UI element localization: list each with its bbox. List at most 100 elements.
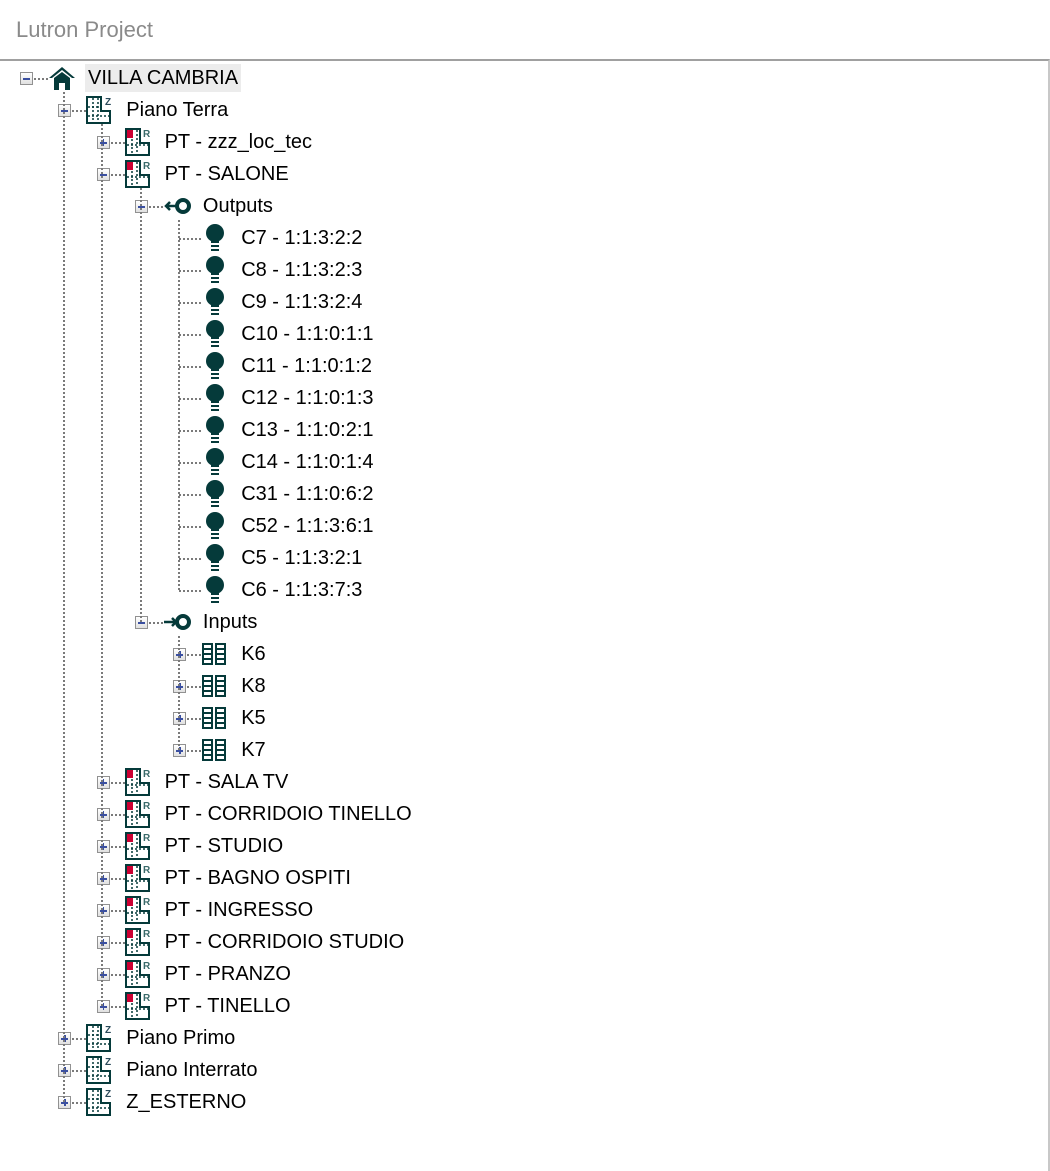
tree-item-label[interactable]: K8: [241, 675, 266, 697]
tree-item-label[interactable]: PT - PRANZO: [164, 963, 291, 985]
tree-item-label[interactable]: PT - TINELLO: [164, 995, 291, 1017]
tree-item-pt-pranzo[interactable]: [0, 958, 1040, 990]
tree-item-label[interactable]: C6 - 1:1:3:7:3: [241, 579, 363, 601]
tree-connector: [102, 846, 125, 848]
tree-item-label[interactable]: PT - CORRIDOIO TINELLO: [164, 803, 412, 825]
tree-item-c31-1-1-0-6-2[interactable]: [0, 478, 1040, 510]
tree-connector: [64, 1038, 87, 1040]
tree-vertical-line: [177, 220, 180, 590]
tree-item-label[interactable]: C11 - 1:1:0:1:2: [241, 355, 373, 377]
svg-text:R: R: [143, 769, 151, 780]
tree-item-k7[interactable]: [0, 734, 1040, 766]
keypad-icon: [200, 639, 230, 669]
tree-item-pt-salone[interactable]: [0, 158, 1040, 190]
svg-text:R: R: [143, 801, 151, 812]
keypad-icon: [200, 735, 230, 765]
tree-item-label[interactable]: C9 - 1:1:3:2:4: [241, 291, 363, 313]
room-icon: R: [124, 927, 154, 957]
tree-item-label[interactable]: PT - INGRESSO: [164, 899, 314, 921]
room-icon: R: [124, 799, 154, 829]
tree-item-pt-ingresso[interactable]: [0, 894, 1040, 926]
tree-item-label[interactable]: C8 - 1:1:3:2:3: [241, 259, 363, 281]
tree-item-c12-1-1-0-1-3[interactable]: [0, 382, 1040, 414]
tree-connector: [179, 430, 202, 432]
tree-item-c5-1-1-3-2-1[interactable]: [0, 542, 1040, 574]
collapse-button[interactable]: [20, 72, 33, 85]
outputs-icon: [162, 191, 192, 221]
svg-text:Z: Z: [105, 97, 111, 108]
tree-vertical-line: [101, 124, 104, 1006]
tree-item-label[interactable]: C14 - 1:1:0:1:4: [241, 451, 374, 473]
tree-item-label[interactable]: C12 - 1:1:0:1:3: [241, 387, 374, 409]
tree-item-label[interactable]: K5: [241, 707, 266, 729]
tree-item-label[interactable]: PT - CORRIDOIO STUDIO: [164, 931, 405, 953]
tree-item-pt-corridoio-tinello[interactable]: [0, 798, 1040, 830]
svg-text:Z: Z: [105, 1057, 111, 1068]
tree-item-label[interactable]: Z_ESTERNO: [126, 1091, 247, 1113]
tree-item-label[interactable]: PT - zzz_loc_tec: [164, 131, 313, 153]
tree-item-label[interactable]: C7 - 1:1:3:2:2: [241, 227, 363, 249]
tree-item-k6[interactable]: [0, 638, 1040, 670]
tree-connector: [102, 814, 125, 816]
tree-connector: [179, 366, 202, 368]
tree-item-label[interactable]: C5 - 1:1:3:2:1: [241, 547, 363, 569]
tree-item-c6-1-1-3-7-3[interactable]: [0, 574, 1040, 606]
bulb-icon: [200, 255, 230, 285]
tree-item-pt-corridoio-studio[interactable]: [0, 926, 1040, 958]
tree-connector: [102, 174, 125, 176]
bulb-icon: [200, 511, 230, 541]
tree-connector: [179, 238, 202, 240]
tree-item-k8[interactable]: [0, 670, 1040, 702]
bulb-icon: [200, 287, 230, 317]
tree-item-pt-studio[interactable]: [0, 830, 1040, 862]
tree-item-label[interactable]: C10 - 1:1:0:1:1: [241, 323, 374, 345]
svg-text:R: R: [143, 961, 151, 972]
keypad-icon: [200, 671, 230, 701]
tree-item-pt-tinello[interactable]: [0, 990, 1040, 1022]
tree-item-label[interactable]: Inputs: [202, 611, 258, 633]
zone-icon: Z: [85, 1055, 115, 1085]
tree-item-k5[interactable]: [0, 702, 1040, 734]
tree-connector: [179, 654, 202, 656]
tree-connector: [179, 462, 202, 464]
tree-connector: [102, 1006, 125, 1008]
room-icon: R: [124, 831, 154, 861]
tree-item-label[interactable]: C13 - 1:1:0:2:1: [241, 419, 374, 441]
tree-vertical-line: [139, 188, 142, 622]
tree-item-label[interactable]: VILLA CAMBRIA: [85, 64, 242, 92]
tree-item-label[interactable]: C52 - 1:1:3:6:1: [241, 515, 374, 537]
tree-item-c8-1-1-3-2-3[interactable]: [0, 254, 1040, 286]
tree-item-label[interactable]: Piano Interrato: [126, 1059, 258, 1081]
tree-connector: [64, 110, 87, 112]
svg-text:R: R: [143, 129, 151, 140]
bulb-icon: [200, 351, 230, 381]
tree-item-label[interactable]: Piano Primo: [126, 1027, 236, 1049]
tree-item-c13-1-1-0-2-1[interactable]: [0, 414, 1040, 446]
tree-item-label[interactable]: PT - SALA TV: [164, 771, 289, 793]
zone-icon: Z: [85, 1087, 115, 1117]
tree-item-label[interactable]: K6: [241, 643, 266, 665]
tree-connector: [102, 142, 125, 144]
tree-item-label[interactable]: PT - STUDIO: [164, 835, 284, 857]
tree-item-label[interactable]: Piano Terra: [126, 99, 229, 121]
tree-item-c10-1-1-0-1-1[interactable]: [0, 318, 1040, 350]
tree-item-pt-bagno-ospiti[interactable]: [0, 862, 1040, 894]
tree-item-pt-zzz-loc-tec[interactable]: [0, 126, 1040, 158]
tree-item-label[interactable]: Outputs: [202, 195, 273, 217]
room-icon: R: [124, 767, 154, 797]
tree-item-label[interactable]: PT - SALONE: [164, 163, 289, 185]
tree-item-label[interactable]: C31 - 1:1:0:6:2: [241, 483, 374, 505]
tree-item-c52-1-1-3-6-1[interactable]: [0, 510, 1040, 542]
tree-item-label[interactable]: K7: [241, 739, 266, 761]
tree-item-c14-1-1-0-1-4[interactable]: [0, 446, 1040, 478]
tree-connector: [179, 270, 202, 272]
expand-button[interactable]: [96, 1000, 110, 1013]
tree-item-c7-1-1-3-2-2[interactable]: [0, 222, 1040, 254]
tree-item-label[interactable]: PT - BAGNO OSPITI: [164, 867, 351, 889]
tree-connector: [102, 878, 125, 880]
tree-item-c11-1-1-0-1-2[interactable]: [0, 350, 1040, 382]
tree-item-c9-1-1-3-2-4[interactable]: [0, 286, 1040, 318]
tree-item-pt-sala-tv[interactable]: [0, 766, 1040, 798]
room-icon: R: [124, 863, 154, 893]
